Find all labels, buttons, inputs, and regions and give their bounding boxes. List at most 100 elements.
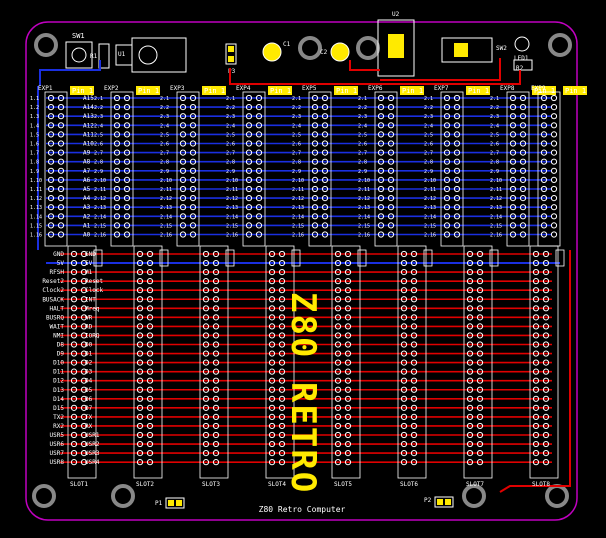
header-pad	[47, 149, 55, 156]
exp-pin-label: 2.11	[160, 187, 172, 193]
slot-pad	[268, 250, 276, 258]
header-pad	[123, 113, 131, 120]
slot-pad	[146, 278, 154, 285]
header-pad	[550, 185, 558, 193]
slot-pad	[212, 395, 220, 402]
slot-outline	[265, 245, 295, 479]
slot-pad	[70, 395, 78, 402]
exp-pin-label: 2.1	[424, 96, 433, 102]
slot-pad	[268, 450, 276, 457]
slot-connector: SLOT3	[199, 245, 235, 488]
slot-pad	[278, 450, 286, 457]
exp-pin-label: 2.10	[94, 178, 106, 184]
exp-pin-label: 2.4	[490, 123, 499, 129]
header-label: EXP9	[531, 85, 546, 92]
slot-pad	[202, 278, 210, 285]
exp1-pin-label: 1.11	[30, 187, 42, 193]
slot-pad	[212, 269, 220, 276]
header-pad	[387, 222, 395, 229]
board-title: Z80 Retro Computer	[259, 505, 346, 514]
slot-pad	[146, 459, 154, 466]
exp1-pin-label: 1.7	[30, 151, 39, 157]
slot-pad	[476, 422, 484, 430]
exp-pin-label: 2.1	[358, 96, 367, 102]
slot-label: SLOT5	[334, 481, 352, 488]
slot-pad	[268, 386, 276, 393]
slot-pad	[532, 459, 540, 466]
slot-pad	[212, 386, 220, 393]
header-pad	[47, 167, 55, 174]
header-pad	[377, 204, 385, 211]
header-pad	[377, 158, 385, 165]
exp-pin-label: 2.12	[94, 196, 106, 202]
header-pad	[245, 213, 253, 220]
header-pad	[189, 213, 197, 220]
header-pad	[509, 222, 517, 229]
slot-pad	[80, 296, 88, 303]
slot-pad	[136, 413, 144, 420]
header-pad	[311, 94, 319, 102]
slot-pad	[202, 404, 210, 411]
slot-pad	[466, 431, 474, 439]
header-pad	[245, 185, 253, 193]
header-pad	[550, 104, 558, 111]
slot-pad	[542, 350, 550, 357]
header-pad	[453, 176, 461, 183]
slot-pad	[344, 250, 352, 258]
slot-pad	[278, 404, 286, 411]
slot-pad	[542, 314, 550, 321]
header-pad	[377, 104, 385, 111]
header-pad	[377, 131, 385, 138]
slot-pad	[136, 450, 144, 457]
header-pad	[255, 140, 263, 147]
p3-label: P3	[228, 68, 236, 75]
exp-pin-label: 2.8	[226, 160, 235, 166]
regulator-u1: U1	[115, 37, 187, 73]
slot-pad	[476, 287, 484, 294]
right-signal-label: D4	[85, 378, 93, 385]
header-pad	[189, 104, 197, 111]
header-pad	[453, 158, 461, 165]
address-label: A6	[83, 177, 91, 184]
slot-pad	[212, 440, 220, 448]
exp-pin-label: 2.3	[358, 114, 367, 120]
header-label: EXP5	[302, 85, 317, 92]
exp-pin-label: 2.4	[358, 123, 367, 129]
header-pad	[387, 176, 395, 183]
exp-pin-label: 2.9	[226, 169, 235, 175]
exp-pin-label: 2.14	[160, 214, 172, 220]
header-pad	[57, 176, 65, 183]
header-pad	[179, 113, 187, 120]
left-signal-label: NMI	[53, 332, 64, 339]
slot-pad	[146, 305, 154, 312]
right-signal-label: D6	[85, 396, 93, 403]
slot-pad	[80, 450, 88, 457]
pin1-label: Pin 1	[336, 87, 357, 95]
slot-pad	[344, 278, 352, 285]
slot-pad	[466, 305, 474, 312]
slot-pad	[202, 314, 210, 321]
header-pad	[245, 104, 253, 111]
address-label: A3	[83, 204, 91, 211]
slot-pad	[410, 269, 418, 276]
header-pad	[113, 149, 121, 156]
header-pad	[47, 94, 55, 102]
slot-pad	[344, 422, 352, 430]
header-pad	[387, 185, 395, 193]
exp-pin-label: 2.6	[358, 142, 367, 148]
header-pad	[47, 140, 55, 147]
slot-pad	[212, 377, 220, 384]
header-pad	[57, 122, 65, 129]
left-signal-label: USR7	[50, 450, 65, 457]
header-pad	[189, 195, 197, 202]
slot-pad	[212, 305, 220, 312]
slot-pad	[410, 422, 418, 430]
slot-pad	[212, 368, 220, 375]
slot-pad	[400, 377, 408, 384]
exp-pin-label: 2.8	[424, 160, 433, 166]
header-pad	[519, 231, 527, 238]
slot-pad	[278, 368, 286, 375]
slot-pad	[466, 450, 474, 457]
